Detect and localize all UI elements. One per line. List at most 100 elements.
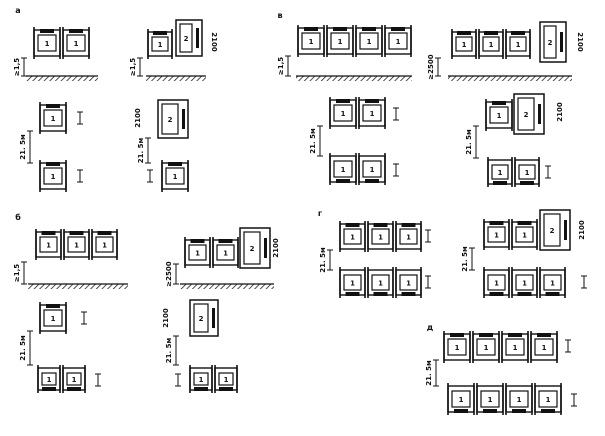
elevator-car-1: 1 (358, 97, 386, 129)
car-number: 1 (195, 250, 200, 258)
elevator-car-1: 1 (39, 302, 67, 334)
car-number: 1 (455, 344, 460, 352)
car-number: 1 (513, 344, 518, 352)
car-number: 1 (525, 169, 530, 177)
car-number: 1 (173, 173, 178, 181)
car-number: 2 (168, 116, 173, 124)
car-number: 1 (74, 40, 79, 48)
elevator-car-1: 1 (384, 25, 412, 57)
freight-car: 2 (539, 209, 571, 251)
freight-car: 2 (513, 93, 545, 135)
elevator-car-1: 1 (214, 365, 238, 393)
elevator-car-1: 1 (212, 237, 239, 268)
elevator-car-1: 1 (514, 157, 540, 187)
dimension-2100: 2100 (576, 32, 584, 52)
elevator-car-1: 1 (329, 153, 357, 185)
section-label-d: д (427, 323, 434, 332)
car-number: 1 (102, 242, 107, 250)
car-number: 1 (494, 280, 499, 288)
car-number: 1 (550, 280, 555, 288)
car-number: 1 (46, 242, 51, 250)
dimension-2100: 2100 (272, 238, 280, 258)
car-number: 2 (184, 35, 189, 43)
elevator-car-1: 1 (339, 221, 366, 252)
car-number: 1 (47, 376, 52, 384)
elevator-car-1: 1 (511, 267, 538, 298)
dimension-2100: 2100 (162, 308, 170, 328)
elevator-car-1: 1 (451, 29, 477, 59)
freight-car: 2 (239, 227, 271, 269)
elevator-car-1: 1 (505, 383, 533, 415)
elevator-car-1: 1 (39, 160, 67, 192)
elevator-car-1: 1 (367, 267, 394, 298)
elevator-car-1: 1 (485, 99, 513, 131)
section-label-a: а (15, 6, 20, 15)
elevator-car-1: 1 (534, 383, 562, 415)
elevator-car-1: 1 (539, 267, 566, 298)
elevator-car-1: 1 (339, 267, 366, 298)
car-number: 1 (51, 115, 56, 123)
car-number: 1 (497, 112, 502, 120)
freight-car: 2 (189, 299, 219, 337)
floor-hatch (296, 76, 412, 81)
elevator-car-1: 1 (505, 29, 531, 59)
floor-hatch (448, 76, 572, 81)
car-number: 1 (224, 376, 229, 384)
dimension-2500: ≥2500 (165, 261, 173, 286)
elevator-car-1: 1 (33, 27, 61, 59)
floor-hatch (146, 76, 206, 81)
car-number: 1 (350, 280, 355, 288)
floor-hatch (180, 284, 274, 289)
car-number: 1 (396, 38, 401, 46)
elevator-car-1: 1 (39, 102, 67, 134)
elevator-car-1: 1 (297, 25, 325, 57)
dimension-gap: 21. 5м (165, 338, 173, 364)
dimension-gap: 21. 5м (309, 128, 317, 154)
car-number: 1 (74, 242, 79, 250)
car-number: 1 (516, 41, 521, 49)
car-number: 1 (542, 344, 547, 352)
elevator-car-1: 1 (37, 365, 61, 393)
car-number: 1 (158, 41, 163, 49)
car-number: 1 (350, 234, 355, 242)
car-number: 1 (309, 38, 314, 46)
dimension-2100: 2100 (134, 108, 142, 128)
car-number: 1 (199, 376, 204, 384)
elevator-car-1: 1 (329, 97, 357, 129)
elevator-car-1: 1 (189, 365, 213, 393)
elevator-car-1: 1 (447, 383, 475, 415)
car-number: 2 (524, 111, 529, 119)
dimension-1500: ≥1,5 (13, 264, 21, 282)
dimension-1500: ≥1,5 (13, 58, 21, 76)
dimension-gap: 21. 5м (461, 246, 469, 272)
car-number: 2 (550, 227, 555, 235)
car-number: 1 (406, 234, 411, 242)
car-number: 1 (367, 38, 372, 46)
car-number: 1 (522, 280, 527, 288)
floor-hatch (26, 76, 98, 81)
dimension-gap: 21. 5м (465, 129, 473, 155)
car-number: 1 (51, 315, 56, 323)
elevator-car-1: 1 (184, 237, 211, 268)
elevator-car-1: 1 (478, 29, 504, 59)
car-number: 1 (546, 396, 551, 404)
car-number: 1 (338, 38, 343, 46)
car-number: 1 (370, 110, 375, 118)
car-number: 2 (199, 315, 204, 323)
elevator-car-1: 1 (443, 331, 471, 363)
elevator-car-1: 1 (367, 221, 394, 252)
dimension-gap: 21. 5м (19, 335, 27, 361)
freight-car: 2 (539, 21, 567, 63)
dimension-gap: 21. 5м (425, 360, 433, 386)
elevator-car-1: 1 (511, 219, 538, 250)
car-number: 1 (45, 40, 50, 48)
elevator-car-1: 1 (487, 157, 513, 187)
elevator-car-1: 1 (355, 25, 383, 57)
car-number: 1 (378, 234, 383, 242)
car-number: 1 (223, 250, 228, 258)
elevator-car-1: 1 (147, 29, 173, 59)
car-number: 1 (370, 166, 375, 174)
dimension-gap: 21. 5м (319, 247, 327, 273)
car-number: 2 (548, 39, 553, 47)
